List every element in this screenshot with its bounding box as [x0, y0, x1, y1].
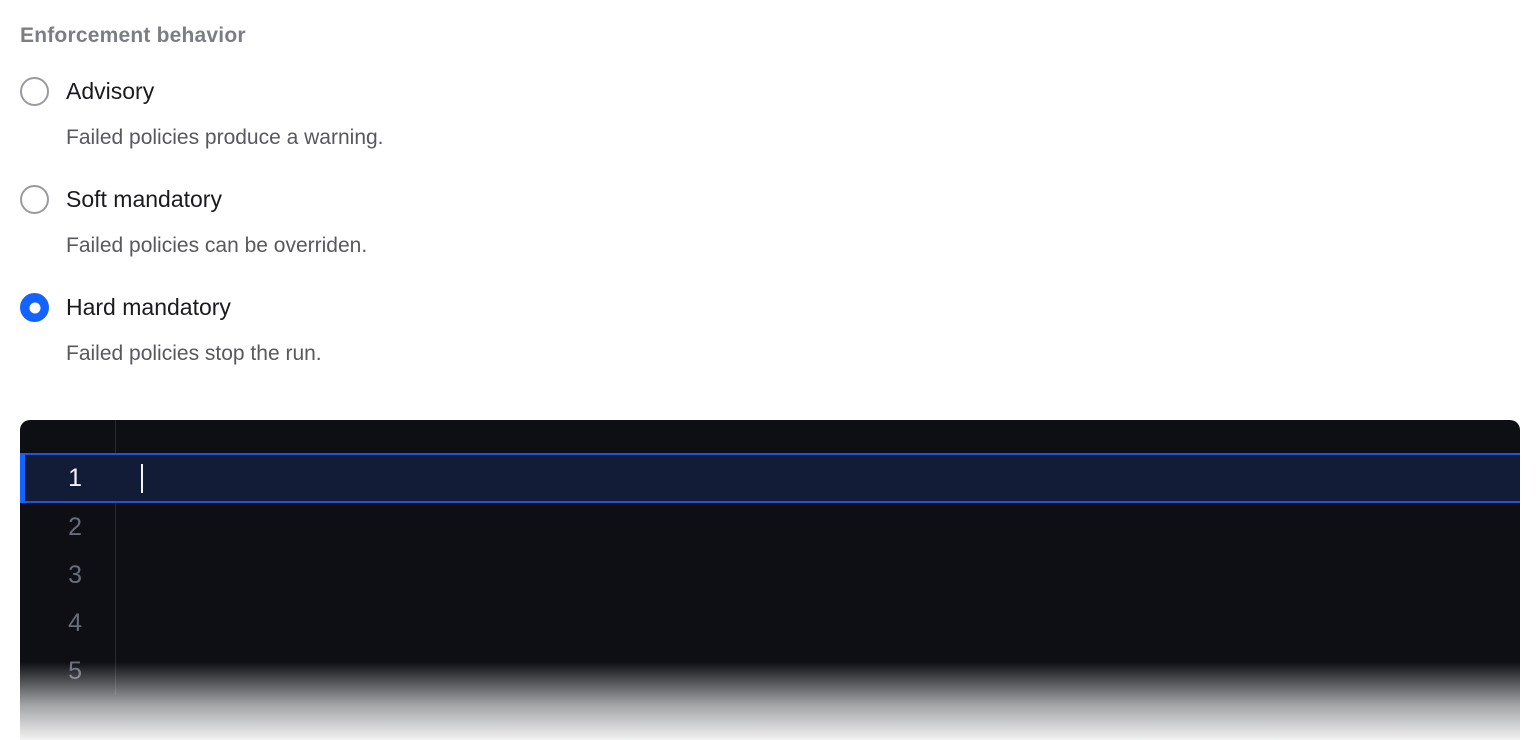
radio-option-soft-mandatory[interactable]: Soft mandatory Failed policies can be ov… [20, 185, 1520, 259]
line-number[interactable]: 3 [68, 560, 82, 589]
enforcement-behavior-label: Enforcement behavior [20, 24, 246, 47]
radio-row[interactable]: Advisory [20, 77, 1520, 106]
radio-option-hard-mandatory[interactable]: Hard mandatory Failed policies stop the … [20, 293, 1520, 367]
active-line-marker [20, 453, 25, 503]
editor-line[interactable]: 3 [20, 551, 1520, 599]
enforcement-radio-group: Advisory Failed policies produce a warni… [20, 77, 1520, 367]
line-number[interactable]: 2 [68, 512, 82, 541]
line-content[interactable] [115, 503, 1520, 551]
line-content[interactable] [115, 647, 1520, 695]
line-content[interactable] [115, 599, 1520, 647]
radio-button[interactable] [20, 77, 49, 106]
editor-scroller: 1 2 3 [20, 420, 1520, 695]
radio-button[interactable] [20, 185, 49, 214]
radio-row[interactable]: Soft mandatory [20, 185, 1520, 214]
radio-option-label: Hard mandatory [66, 294, 231, 320]
radio-option-description: Failed policies produce a warning. [66, 126, 384, 149]
radio-option-label: Advisory [66, 78, 155, 104]
code-editor[interactable]: 1 2 3 [20, 420, 1520, 740]
editor-line[interactable]: 5 [20, 647, 1520, 695]
line-number[interactable]: 1 [68, 463, 82, 492]
radio-option-description: Failed policies can be overriden. [66, 234, 368, 257]
gutter-divider [115, 420, 116, 695]
radio-row[interactable]: Hard mandatory [20, 293, 1520, 322]
line-number[interactable]: 4 [68, 608, 82, 637]
line-number[interactable]: 5 [68, 656, 82, 685]
line-content[interactable] [115, 551, 1520, 599]
editor-line[interactable]: 4 [20, 599, 1520, 647]
editor-line[interactable]: 2 [20, 503, 1520, 551]
radio-option-advisory[interactable]: Advisory Failed policies produce a warni… [20, 77, 1520, 151]
radio-button-selected[interactable] [20, 293, 49, 322]
line-content[interactable] [115, 455, 1520, 501]
radio-option-description: Failed policies stop the run. [66, 342, 322, 365]
radio-option-label: Soft mandatory [66, 186, 222, 212]
editor-line[interactable]: 1 [20, 453, 1520, 503]
text-cursor [141, 463, 143, 493]
